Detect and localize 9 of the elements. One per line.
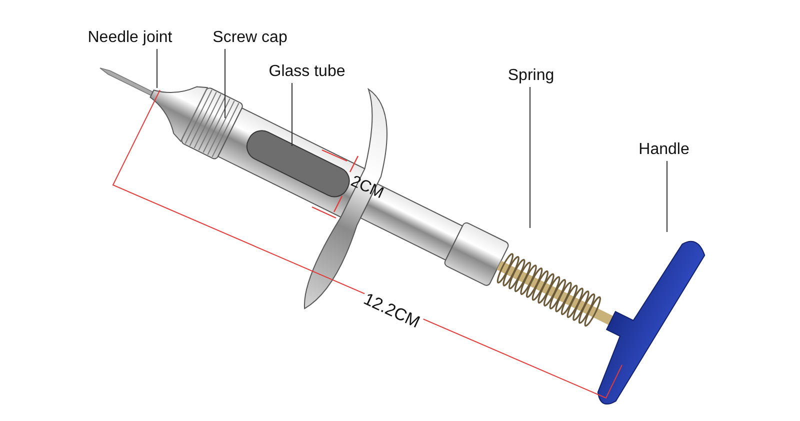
leader-line — [156, 48, 158, 88]
part-label: Handle — [638, 140, 690, 160]
dimension-label: 2CM — [347, 173, 387, 203]
part-label: Needle joint — [88, 28, 172, 48]
part-label: Spring — [508, 66, 554, 86]
leader-line — [224, 48, 226, 118]
leader-line — [666, 160, 668, 232]
part-label: Screw cap — [212, 28, 288, 48]
part-label: Glass tube — [268, 62, 346, 82]
